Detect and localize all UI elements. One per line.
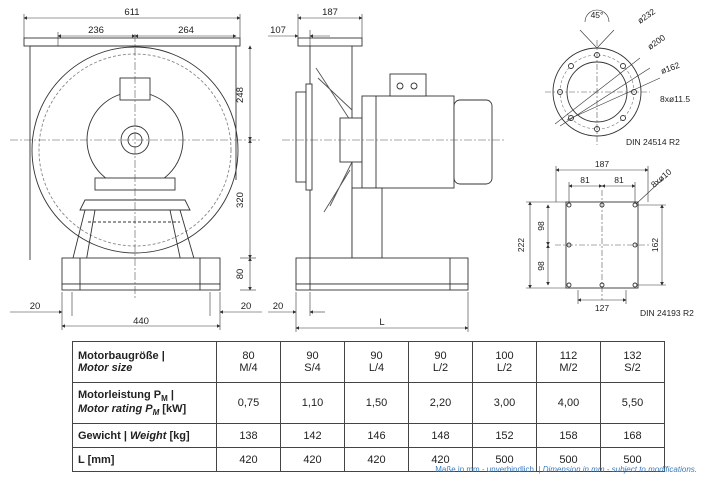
dim-edge-left-label: 20: [30, 301, 41, 312]
table-cell: 168: [600, 423, 665, 448]
sq-right-label: 162: [650, 238, 660, 252]
dim-foot-label: 80: [235, 269, 246, 280]
flange-square-standard: DIN 24193 R2: [640, 308, 694, 318]
sq-half-a-label: 81: [580, 175, 590, 185]
dim-side-edge-label: 20: [273, 301, 284, 312]
dim-width-label: 611: [124, 7, 139, 18]
square-dimensions: [526, 166, 666, 304]
dim-left-label: 236: [88, 25, 104, 36]
sq-width-label: 187: [595, 159, 609, 169]
table-cell: 4,00: [536, 382, 601, 424]
dim-upper-label: 248: [235, 87, 246, 103]
flange-d1-label: ø232: [635, 6, 657, 25]
footnote-en: Dimension in mm - subject to modificatio…: [542, 465, 697, 474]
flange-d3-label: ø162: [659, 60, 681, 76]
flange-d2-label: ø200: [645, 32, 667, 51]
table-cell: 3,00: [472, 382, 537, 424]
table-cell: 146: [344, 423, 409, 448]
dim-side-offset-label: 107: [270, 25, 286, 36]
table-cell: 152: [472, 423, 537, 448]
rating-unit: [kW]: [162, 403, 187, 415]
sq-holes-label: 8xø10: [649, 167, 674, 190]
dim-right-label: 264: [178, 25, 194, 36]
table-cell: 5,50: [600, 382, 665, 424]
sq-height-label: 222: [516, 238, 526, 252]
dim-base-label: 440: [133, 316, 149, 327]
table-cell: 2,20: [408, 382, 473, 424]
dim-length-label: L: [379, 317, 384, 328]
table-cell: 142: [280, 423, 345, 448]
table-row-weight: Gewicht | Weight [kg] 138 142 146 148 15…: [72, 423, 665, 448]
length-label: L [mm]: [72, 447, 217, 472]
dim-edge-right-label: 20: [241, 301, 252, 312]
table-cell: 500: [472, 447, 537, 472]
table-cell: 500: [600, 447, 665, 472]
rating-label-en: Motor rating P: [78, 403, 153, 415]
square-flange: [555, 190, 650, 300]
footnote-de: Maße in mm - unverbindlich. |: [435, 465, 541, 474]
dim-side-top-label: 187: [322, 7, 338, 18]
sq-half-b-label: 81: [614, 175, 624, 185]
table-cell: 420: [344, 447, 409, 472]
table-cell: 500: [536, 447, 601, 472]
motor-size-label-en: Motor size: [78, 362, 133, 374]
front-dimensions: [10, 14, 262, 330]
round-flange: [545, 9, 661, 145]
table-cell: 420: [280, 447, 345, 472]
footnote: Maße in mm - unverbindlich. | Dimension …: [435, 465, 697, 474]
table-cell: 1,50: [344, 382, 409, 424]
sq-bottom-label: 127: [595, 303, 609, 313]
table-cell: 0,75: [216, 382, 281, 424]
table-row-motor-rating: Motorleistung PM | Motor rating PM [kW] …: [72, 382, 665, 424]
dim-middle-label: 320: [235, 192, 246, 208]
rating-label-de: Motorleistung P: [78, 388, 162, 401]
table-cell: 420: [408, 447, 473, 472]
sq-left-upper-label: 98: [536, 221, 546, 231]
flange-holes-label: 8xø11.5: [660, 94, 690, 104]
side-dimensions: [268, 14, 469, 332]
table-cell: 148: [408, 423, 473, 448]
weight-unit: [kg]: [169, 429, 190, 442]
table-cell: 138: [216, 423, 281, 448]
table-row-length: L [mm] 420 420 420 420 500 500 500: [72, 447, 665, 472]
technical-drawing: 611 236 264 248 320 80 440 20 20: [10, 6, 694, 332]
sq-left-lower-label: 98: [536, 261, 546, 271]
weight-label-de: Gewicht |: [78, 429, 127, 442]
table-cell: 158: [536, 423, 601, 448]
table-cell: 1,10: [280, 382, 345, 424]
front-view: [10, 34, 262, 300]
flange-angle-label: 45°: [591, 10, 604, 20]
weight-label-en: Weight: [129, 429, 167, 442]
flange-round-standard: DIN 24514 R2: [626, 137, 680, 147]
table-cell: 420: [216, 447, 281, 472]
motor-size-label: Motorbaugröße |: [78, 350, 165, 362]
side-view: [282, 37, 505, 291]
